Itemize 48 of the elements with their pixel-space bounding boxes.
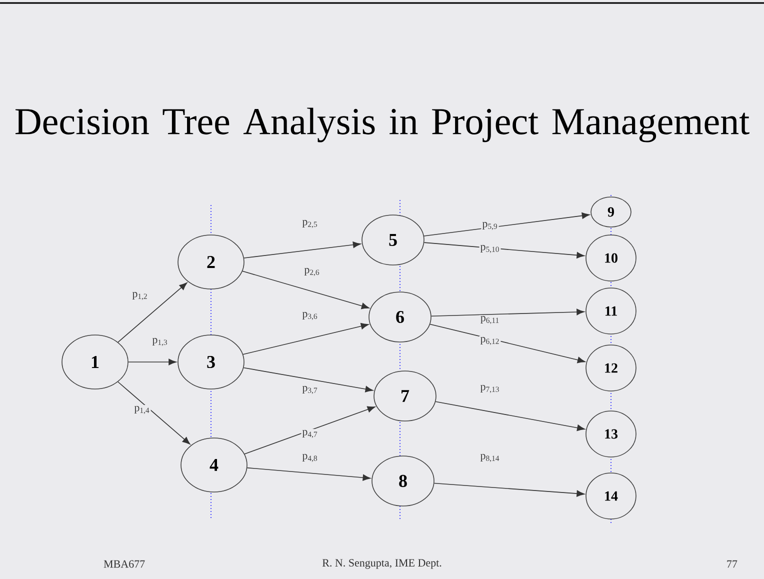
arrow xyxy=(435,401,585,431)
tree-node: 6 xyxy=(368,292,432,342)
footer-text: 77 xyxy=(727,560,738,568)
edge-label: p$_{1,2}$ xyxy=(132,292,147,300)
tree-node: 10 xyxy=(586,234,636,282)
edge-label: p$_{3,6}$ xyxy=(302,312,318,320)
arrow xyxy=(424,212,590,236)
arrow xyxy=(242,323,369,355)
tree-node: 14 xyxy=(586,472,636,520)
arrow xyxy=(434,482,584,497)
arrow xyxy=(424,242,584,258)
edge-label: p$_{6,12}$ xyxy=(480,337,499,345)
tree-node: 1 xyxy=(62,334,128,390)
arrow xyxy=(242,270,370,310)
edge-label: p$_{3,7}$ xyxy=(302,386,318,394)
tree-node: 5 xyxy=(362,214,424,266)
tree-node: 13 xyxy=(586,410,636,458)
tree-node: 2 xyxy=(178,234,244,290)
tree-node: 9 xyxy=(590,196,632,228)
arrow xyxy=(118,381,190,444)
tree-node: 4 xyxy=(180,438,248,492)
arrow xyxy=(128,358,176,366)
edge-label: p$_{8,14}$ xyxy=(480,454,500,462)
title: Decision Tree Analysis in Project Management xyxy=(16,108,750,142)
edge-label: p$_{7,13}$ xyxy=(480,385,499,393)
tree-node: 11 xyxy=(586,288,636,334)
arrow xyxy=(430,324,586,364)
tree-node: 7 xyxy=(374,370,436,422)
arrow xyxy=(246,467,371,481)
edge-label: p$_{4,8}$ xyxy=(302,454,318,462)
footer-text: MBA677 xyxy=(104,560,145,568)
edge-label: p$_{5,9}$ xyxy=(482,222,497,230)
edge-label: p$_{1,3}$ xyxy=(152,338,168,346)
edge-label: p$_{5,10}$ xyxy=(480,245,499,253)
tree-node: 12 xyxy=(586,344,636,392)
edge-label: p$_{1,4}$ xyxy=(134,406,150,414)
arrow xyxy=(243,367,374,392)
arrow xyxy=(244,242,361,258)
edge-label: p$_{6,11}$ xyxy=(480,316,499,324)
edge-label: p$_{2,6}$ xyxy=(304,268,320,276)
arrow xyxy=(118,282,188,343)
arrow xyxy=(430,308,584,316)
tree-node: 8 xyxy=(372,456,434,506)
edge-label: p$_{2,5}$ xyxy=(302,220,317,228)
arrow xyxy=(244,406,376,454)
edge-label: p$_{4,7}$ xyxy=(302,430,318,438)
footer-text: R. N. Sengupta, IME Dept. xyxy=(322,559,442,569)
tree-node: 3 xyxy=(178,334,244,390)
